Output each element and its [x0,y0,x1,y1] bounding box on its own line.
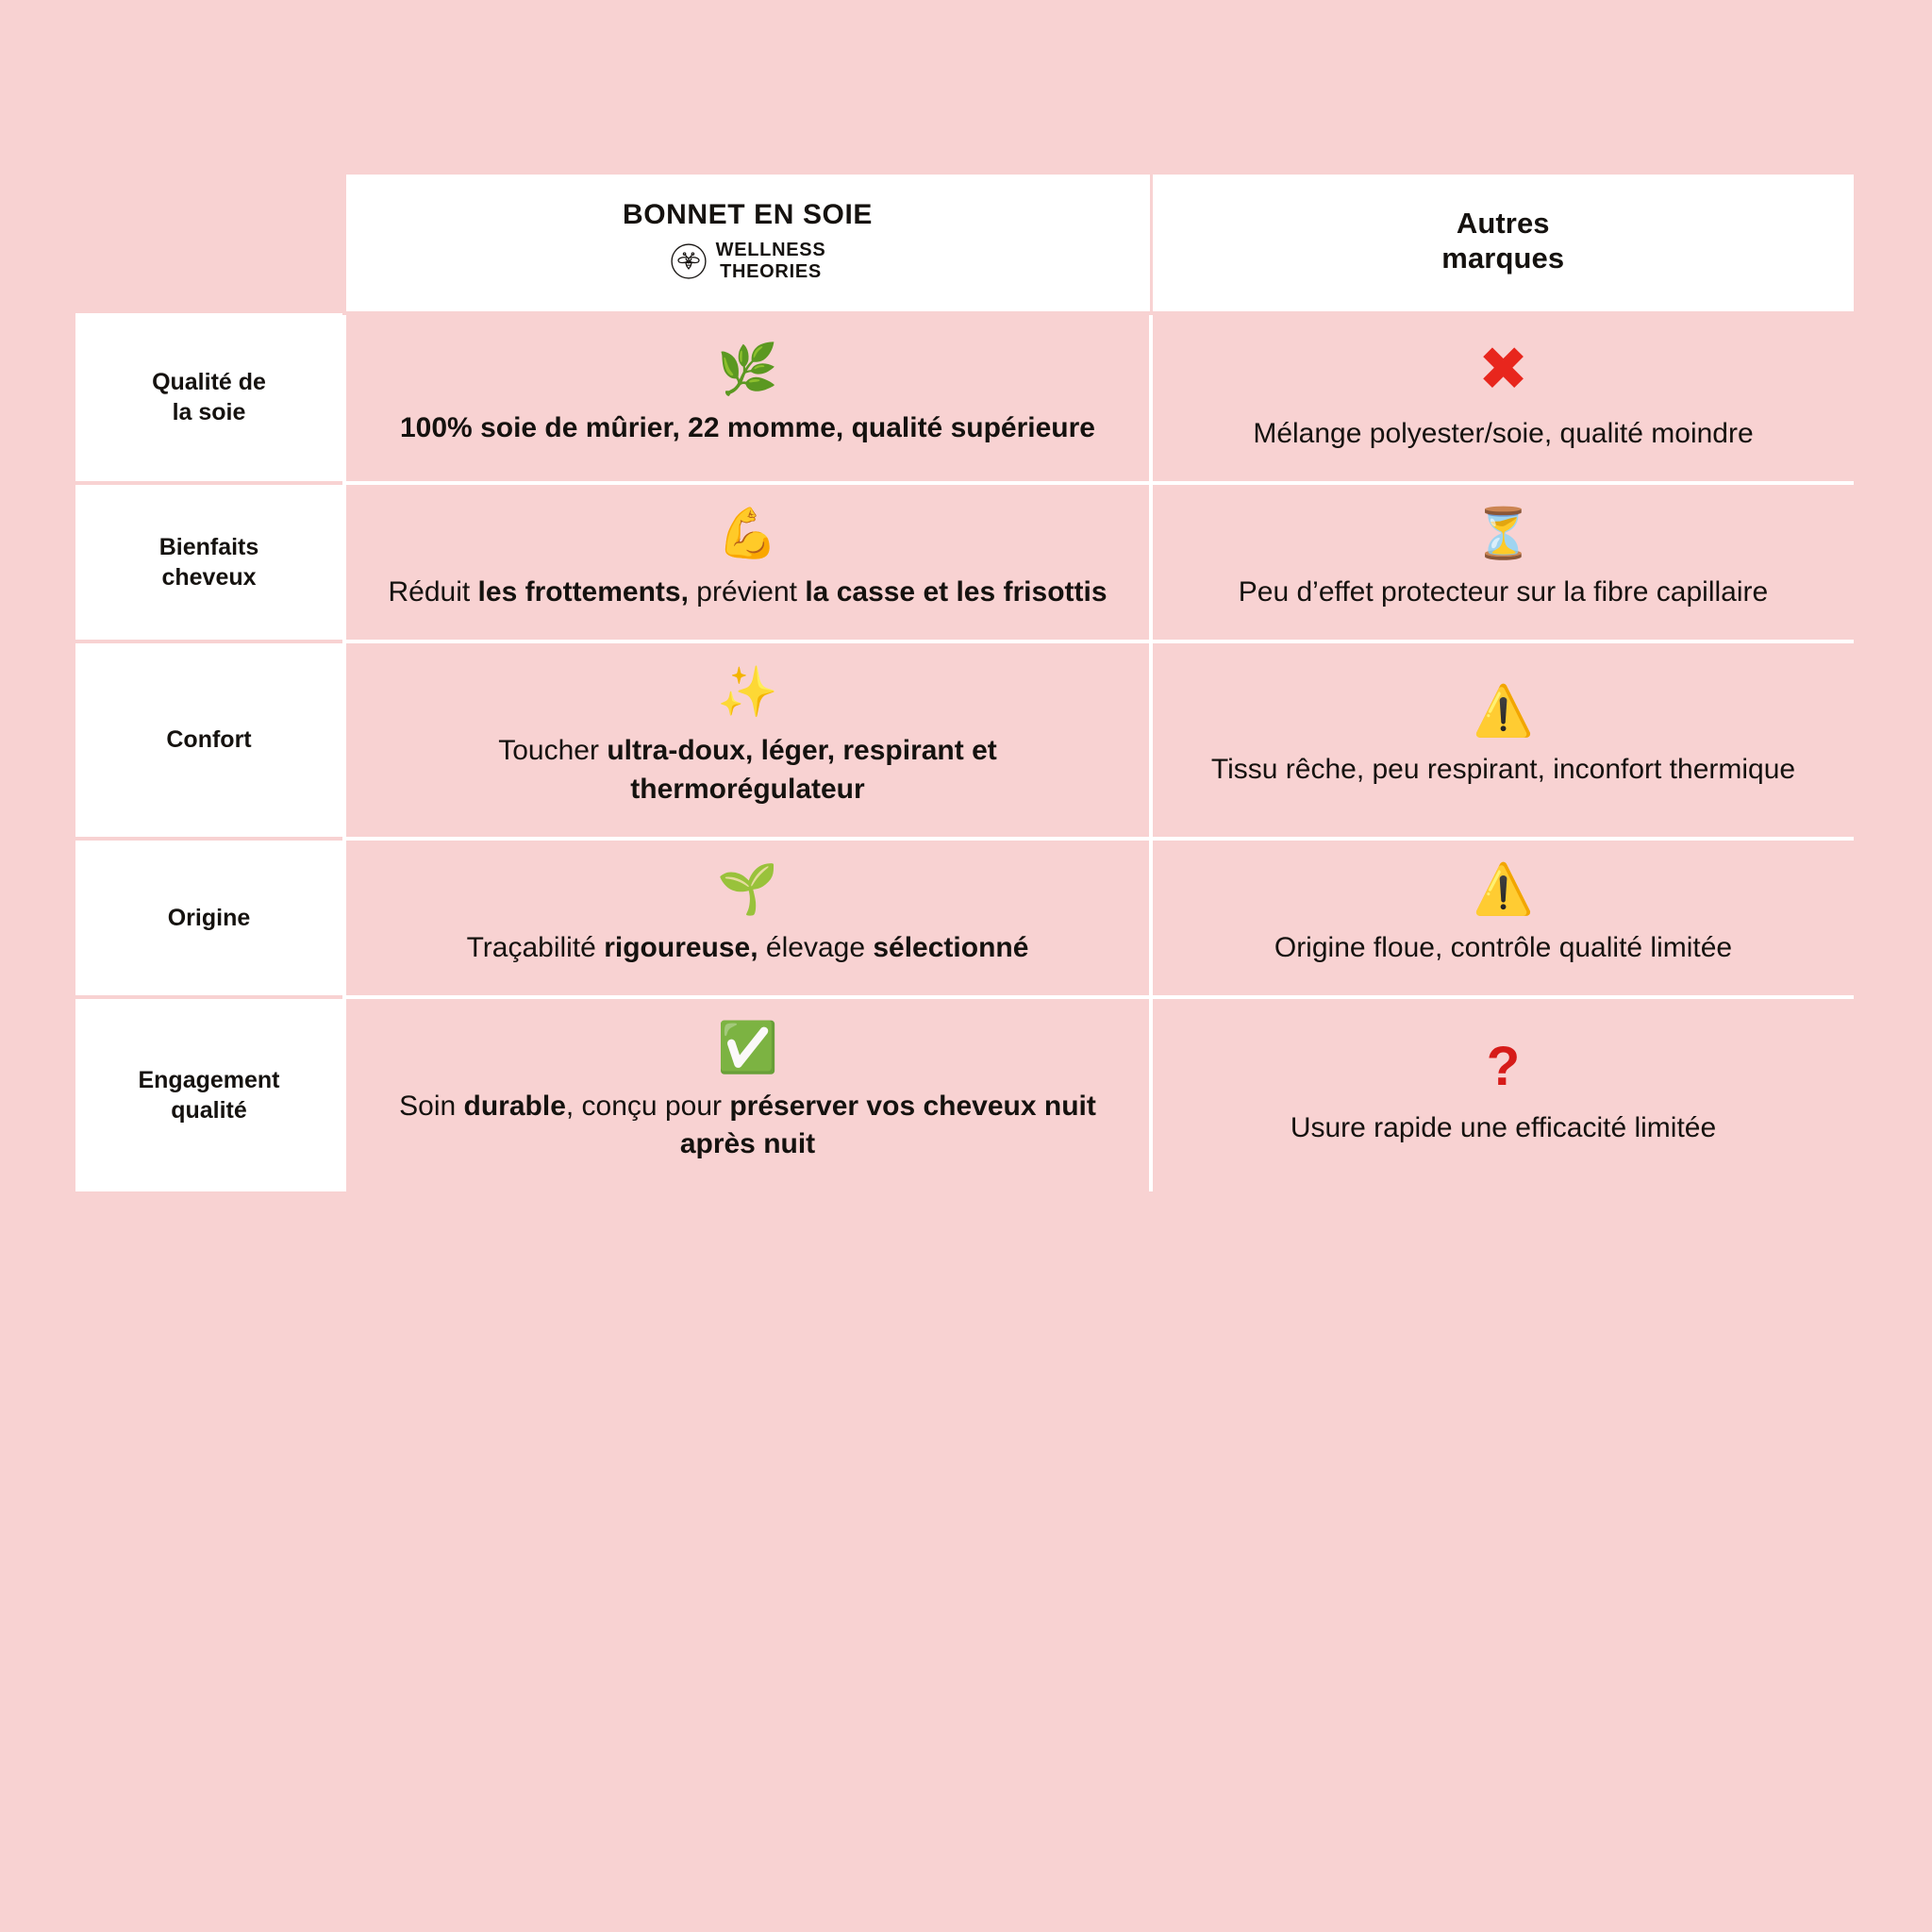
table-row: Engagement qualité ✅ Soin durable, conçu po… [75,994,1854,1192]
other-brands-cell-text: Mélange polyester/soie, qualité moindre [1253,417,1754,449]
product-cell-text: Traçabilité rigoureuse, élevage sélectio… [466,931,1029,963]
product-cell: 🌱 Traçabilité rigoureuse, élevage sélecti… [342,836,1151,997]
header-other-column: Autres marques [1149,175,1854,315]
brand-name: WELLNESS THEORIES [716,240,826,283]
row-label: Qualité de la soie [75,312,344,484]
table-row: Confort ✨ Toucher ultra-doux, léger, respi… [75,640,1854,839]
other-title-line2: marques [1441,242,1565,275]
table-row: Origine 🌱 Traçabilité rigoureuse, élevage … [75,836,1854,997]
other-title-line1: Autres [1456,206,1550,240]
red-question-mark-icon: ? [1486,1036,1521,1097]
table-row: Qualité de la soie 🌿 100% soie de mûrier, 2… [75,312,1854,484]
table-row: Bienfaits cheveux 💪 Réduit les frottements,… [75,481,1854,642]
flexed-biceps-icon: 💪 [717,506,778,563]
green-check-icon: ✅ [717,1019,778,1076]
row-label-line1: Confort [166,726,252,754]
other-brands-cell-text: Origine floue, contrôle qualité limitée [1274,931,1733,963]
red-cross-icon: ✖ [1477,334,1529,405]
other-brands-cell: ⏳ Peu d’effet protecteur sur la fibre cap… [1149,481,1854,642]
row-label-line2: la soie [172,399,246,426]
warning-triangle-icon: ⚠️ [1473,860,1534,918]
product-cell: 💪 Réduit les frottements, prévient la cas… [342,481,1151,642]
product-cell: 🌿 100% soie de mûrier, 22 momme, qualité … [342,312,1151,484]
product-column-title: BONNET EN SOIE [622,199,874,230]
product-cell-text: Toucher ultra-doux, léger, respirant et … [498,735,997,805]
other-brands-cell: ⚠️ Tissu rêche, peu respirant, inconfort … [1149,640,1854,839]
product-cell-text: Soin durable, conçu pour préserver vos c… [399,1090,1096,1160]
product-cell-text: 100% soie de mûrier, 22 momme, qualité s… [400,411,1095,443]
row-label: Confort [75,640,344,839]
brand-name-line2: THEORIES [720,260,822,282]
seedling-icon: 🌱 [717,860,778,918]
sparkles-icon: ✨ [717,664,778,722]
product-cell: ✅ Soin durable, conçu pour préserver vos … [342,994,1151,1192]
row-label-line1: Qualité de [152,368,266,395]
brand-lockup: WELLNESS THEORIES [365,240,1131,283]
product-cell-text: Réduit les frottements, prévient la cass… [388,576,1108,608]
row-label-line1: Engagement [138,1066,280,1093]
other-column-title: Autres marques [1172,206,1836,277]
row-label-line1: Origine [167,904,251,931]
row-label-line2: qualité [171,1097,247,1124]
other-brands-cell-text: Peu d’effet protecteur sur la fibre capi… [1238,576,1769,608]
row-label: Origine [75,836,344,997]
other-brands-cell: ? Usure rapide une efficacité limitée [1149,994,1854,1192]
header-product-column: BONNET EN SOIE [342,175,1151,315]
header-row: BONNET EN SOIE [75,175,1854,315]
header-corner-spacer [75,175,344,313]
brand-name-line1: WELLNESS [715,239,826,260]
row-label: Engagement qualité [75,994,344,1192]
herb-icon: 🌿 [717,341,778,398]
comparison-table: BONNET EN SOIE [75,175,1854,1192]
table-header: BONNET EN SOIE [75,175,1854,315]
hourglass-icon: ⏳ [1473,506,1534,563]
other-brands-cell: ⚠️ Origine floue, contrôle qualité limité… [1149,836,1854,997]
warning-triangle-icon: ⚠️ [1473,683,1534,741]
other-brands-cell-text: Usure rapide une efficacité limitée [1290,1112,1717,1143]
other-brands-cell: ✖ Mélange polyester/soie, qualité moindre [1149,312,1854,484]
product-cell: ✨ Toucher ultra-doux, léger, respirant et… [342,640,1151,839]
bee-logo-icon [670,242,708,280]
table-body: Qualité de la soie 🌿 100% soie de mûrier, 2… [75,312,1854,1192]
other-brands-cell-text: Tissu rêche, peu respirant, inconfort th… [1210,754,1796,786]
row-label: Bienfaits cheveux [75,481,344,642]
row-label-line1: Bienfaits [158,533,259,560]
row-label-line2: cheveux [161,564,257,591]
